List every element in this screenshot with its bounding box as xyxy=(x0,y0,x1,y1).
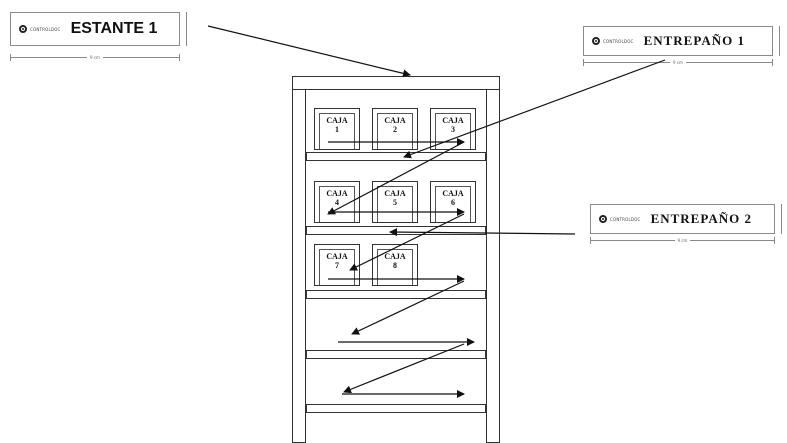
arrow-entrepano2-to-shelf xyxy=(389,228,576,237)
box-number: 2 xyxy=(393,125,397,134)
logo: CONTROLDOC xyxy=(592,37,634,45)
box-number: 4 xyxy=(335,198,339,207)
box-number: 8 xyxy=(393,261,397,270)
estante-dim-text: 9 cm xyxy=(87,54,103,61)
shelf-top xyxy=(292,76,500,90)
box-number: 1 xyxy=(335,125,339,134)
entrepano1-dim-text: 9 cm xyxy=(670,59,686,66)
estante-label: CONTROLDOC ESTANTE 1 xyxy=(10,12,180,46)
shelf-board-1 xyxy=(306,152,486,161)
box-label: CAJA xyxy=(442,116,464,125)
arrow-estante-to-top xyxy=(207,25,411,78)
entrepano2-label: CONTROLDOC ENTREPAÑO 2 xyxy=(590,204,775,234)
logo-icon xyxy=(599,215,607,223)
shelf-board-3 xyxy=(306,290,486,299)
shelf-board-5 xyxy=(306,404,486,413)
logo: CONTROLDOC xyxy=(599,215,641,223)
box-label: CAJA xyxy=(326,252,348,261)
box-label: CAJA xyxy=(384,116,406,125)
estante-label-text: ESTANTE 1 xyxy=(70,20,158,37)
entrepano1-width-dimension: 9 cm xyxy=(583,59,773,68)
shelf-board-4 xyxy=(306,350,486,359)
box-number: 7 xyxy=(335,261,339,270)
arrow-row2-diagonal xyxy=(349,213,465,271)
box-label: CAJA xyxy=(442,189,464,198)
logo-text: CONTROLDOC xyxy=(30,26,61,32)
logo-icon xyxy=(19,25,27,33)
entrepano1-label-text: ENTREPAÑO 1 xyxy=(643,33,745,48)
arrow-entrepano1-to-shelf xyxy=(403,59,666,159)
box-number: 5 xyxy=(393,198,397,207)
entrepano2-width-dimension: 9 cm xyxy=(590,237,775,246)
logo-icon xyxy=(592,37,600,45)
box-number: 3 xyxy=(451,125,455,134)
arrow-row1-diagonal xyxy=(327,141,465,215)
arrow-row4-diagonal xyxy=(343,343,465,394)
box-label: CAJA xyxy=(326,189,348,198)
logo-text: CONTROLDOC xyxy=(603,38,634,44)
logo: CONTROLDOC xyxy=(19,25,61,33)
entrepano1-label: CONTROLDOC ENTREPAÑO 1 xyxy=(583,26,773,56)
entrepano2-label-text: ENTREPAÑO 2 xyxy=(650,211,752,226)
box-number: 6 xyxy=(451,198,455,207)
estante-height-dimension xyxy=(186,12,192,46)
arrow-row3-diagonal xyxy=(351,280,465,335)
entrepano1-height-dimension xyxy=(779,26,785,56)
box-label: CAJA xyxy=(384,252,406,261)
box-label: CAJA xyxy=(326,116,348,125)
entrepano2-height-dimension xyxy=(781,204,787,234)
entrepano2-dim-text: 9 cm xyxy=(674,237,691,244)
logo-text: CONTROLDOC xyxy=(610,216,641,222)
estante-width-dimension: 9 cm xyxy=(10,54,180,63)
box-label: CAJA xyxy=(384,189,406,198)
